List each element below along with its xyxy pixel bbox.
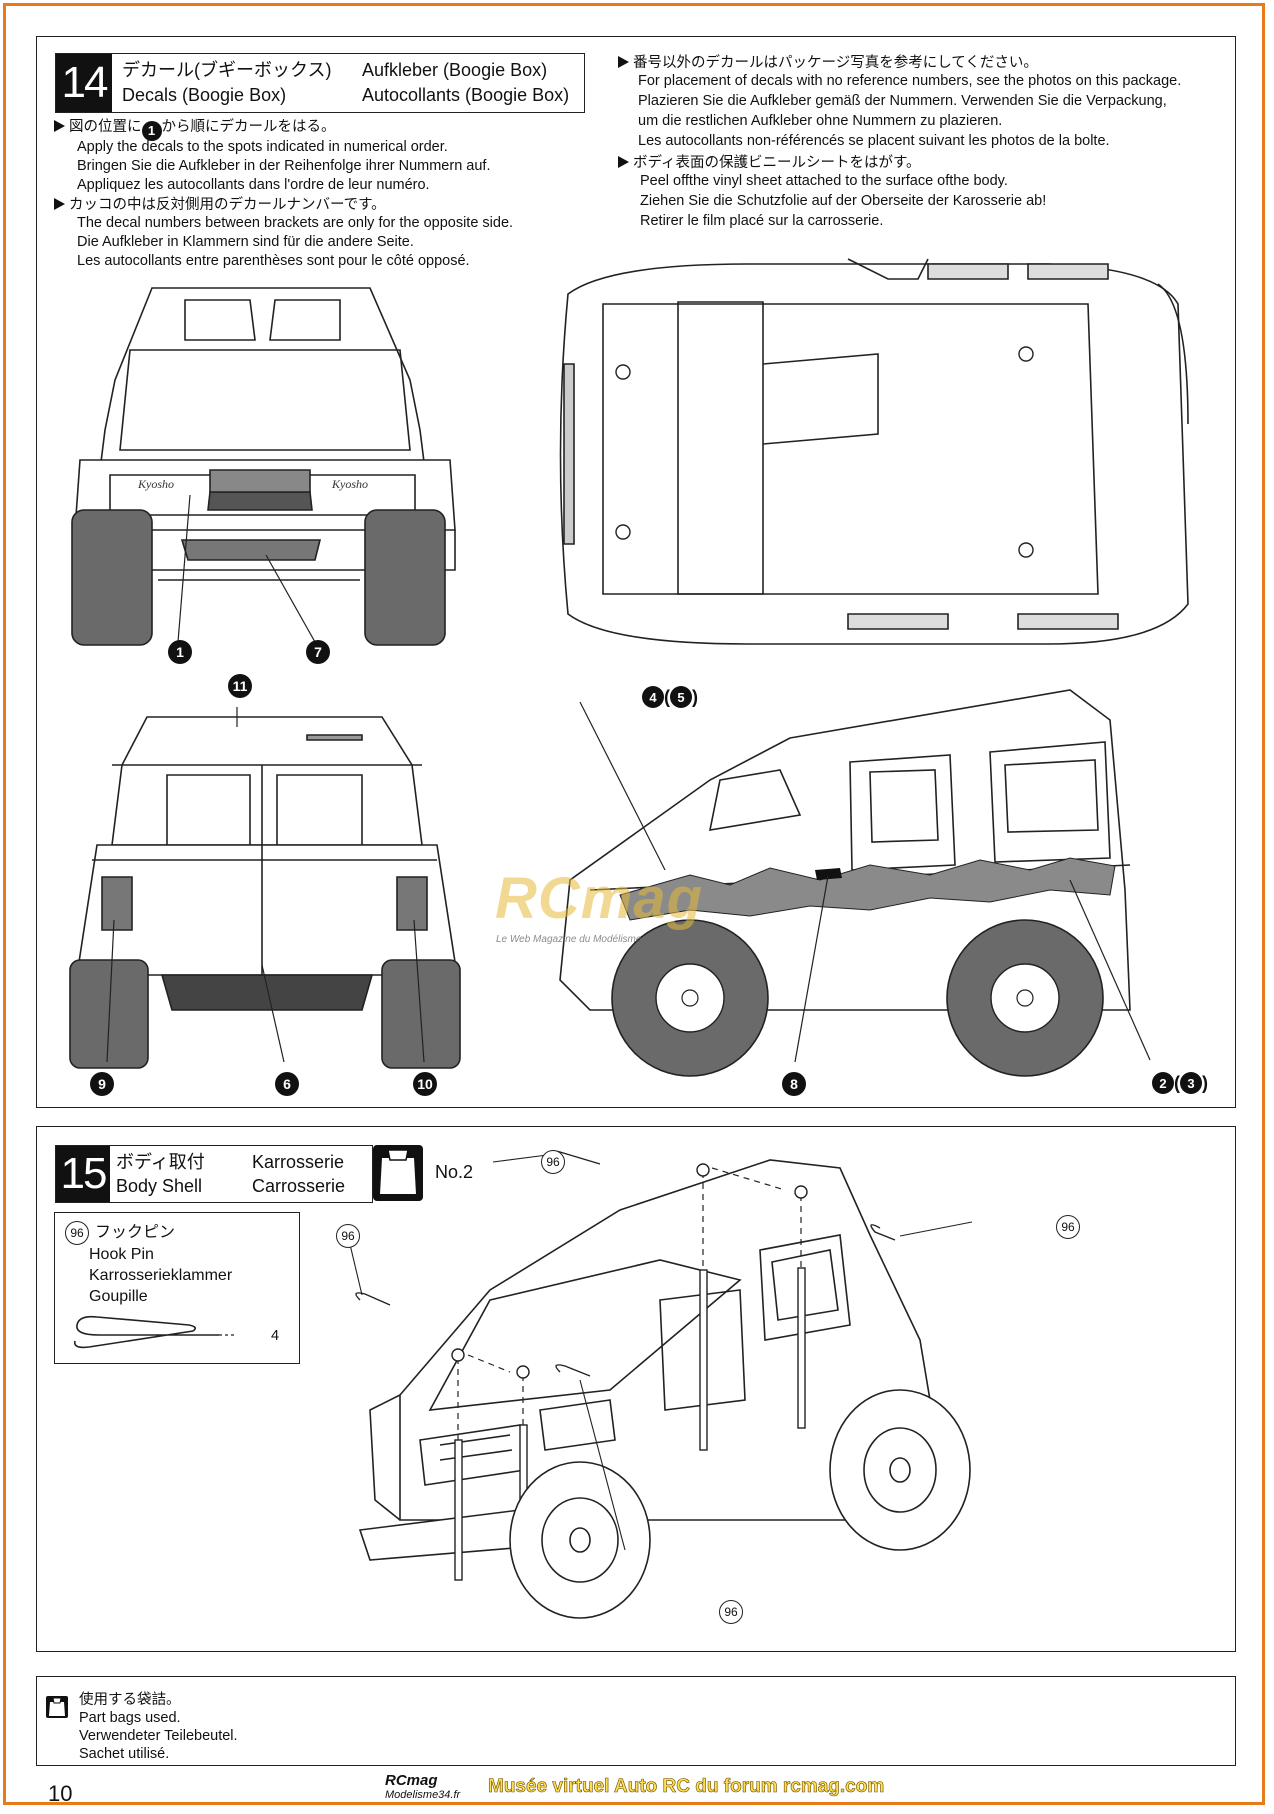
bag-note-en: Part bags used. — [79, 1710, 181, 1726]
grille-script-right: Kyosho — [331, 477, 368, 491]
part-name-jp: フックピン — [95, 1224, 176, 1241]
front-right-wheel — [364, 509, 446, 646]
callout-5: 5 — [670, 686, 692, 708]
note2-en: The decal numbers between brackets are o… — [77, 215, 514, 231]
bag-note-jp: 使用する袋詰。 — [79, 1692, 181, 1708]
hook-pin-callout-left: 96 — [336, 1224, 360, 1248]
van-top-view — [559, 258, 1189, 645]
step15-header: 15 ボディ取付 Body Shell Karrosserie Carrosse… — [55, 1145, 373, 1203]
callout-2: 2 — [1152, 1072, 1174, 1094]
hook-pin-part-box: 96 フックピン Hook Pin Karrosserieklammer Gou… — [54, 1212, 300, 1364]
part-name-fr: Goupille — [89, 1288, 148, 1305]
brand-top: RCmag — [385, 1772, 438, 1789]
van-rear-view — [69, 707, 461, 1069]
hook-pin-callout-bottom: 96 — [719, 1600, 743, 1624]
bag-note-panel: 使用する袋詰。 Part bags used. Verwendeter Teil… — [36, 1676, 1236, 1766]
part-name-en: Hook Pin — [89, 1246, 154, 1263]
note4-fr: Retirer le film placé sur la carrosserie… — [640, 213, 884, 229]
note3-en: For placement of decals with no referenc… — [638, 73, 1182, 89]
brand-bottom: Modelisme34.fr — [385, 1789, 461, 1801]
bag-note-fr: Sachet utilisé. — [79, 1746, 170, 1762]
step14-number: 14 — [56, 54, 112, 112]
note4-en: Peel offthe vinyl sheet attached to the … — [640, 173, 1008, 189]
van-side-view — [559, 689, 1151, 1077]
note1-fr: Appliquez les autocollants dans l'ordre … — [77, 177, 430, 193]
note2-jp: カッコの中は反対側用のデカールナンバーです。 — [54, 196, 386, 216]
brand-logo: RCmag Modelisme34.fr — [385, 1772, 461, 1802]
page-number: 10 — [48, 1781, 73, 1806]
step15-title-fr: Carrosserie — [252, 1176, 346, 1196]
callout-7: 7 — [306, 640, 330, 664]
callout-9: 9 — [90, 1072, 114, 1096]
part-quantity: 4 — [271, 1328, 280, 1344]
step14-title-fr: Autocollants (Boogie Box) — [362, 85, 570, 105]
page-frame — [3, 3, 1265, 1805]
rcmag-watermark-sub: Le Web Magazine du Modélisme — [496, 934, 642, 945]
step14-title-jp: デカール(ブギーボックス) — [122, 60, 332, 80]
hook-pin-callout-top: 96 — [541, 1150, 565, 1174]
step14-header: 14 デカール(ブギーボックス) Decals (Boogie Box) Auf… — [55, 53, 585, 113]
arrow-icon — [618, 56, 629, 68]
arrow-icon — [54, 198, 65, 210]
arrow-icon — [54, 120, 65, 132]
museum-banner: Musée virtuel Auto RC du forum rcmag.com — [488, 1776, 885, 1798]
callout-8: 8 — [782, 1072, 806, 1096]
step14-title-en: Decals (Boogie Box) — [122, 85, 287, 105]
note3-fr: Les autocollants non-référencés se place… — [638, 133, 1110, 149]
step15-number: 15 — [56, 1146, 110, 1202]
rcmag-watermark: RCmag — [495, 866, 704, 931]
callout-4: 4 — [642, 686, 664, 708]
decal-number-icon: 1 — [141, 121, 162, 141]
body-shell-assembly — [347, 1150, 973, 1619]
note2-de: Die Aufkleber in Klammern sind für die a… — [77, 234, 414, 250]
note2-fr: Les autocollants entre parenthèses sont … — [77, 253, 470, 269]
callout-10: 10 — [413, 1072, 437, 1096]
step15-title-jp: ボディ取付 — [116, 1152, 205, 1172]
callout-1: 1 — [168, 640, 192, 664]
step15-title-de: Karrosserie — [252, 1152, 345, 1172]
part-name-de: Karrosserieklammer — [89, 1267, 233, 1284]
note1-en: Apply the decals to the spots indicated … — [77, 139, 448, 155]
step15-title-en: Body Shell — [116, 1176, 203, 1196]
front-left-wheel — [71, 509, 153, 646]
note3-de1: Plazieren Sie die Aufkleber gemäß der Nu… — [638, 93, 1167, 109]
note4-de: Ziehen Sie die Schutzfolie auf der Obers… — [640, 193, 1047, 209]
note1-de: Bringen Sie die Aufkleber in der Reihenf… — [77, 158, 491, 174]
arrow-icon — [618, 156, 629, 168]
part-code-circle: 96 — [65, 1221, 89, 1245]
part-bag-small-icon — [46, 1696, 68, 1718]
note3-de2: um die restlichen Aufkleber ohne Nummern… — [638, 113, 1003, 129]
bag-note-de: Verwendeter Teilebeutel. — [79, 1728, 238, 1744]
step14-title-de: Aufkleber (Boogie Box) — [362, 60, 548, 80]
callout-3: 3 — [1180, 1072, 1202, 1094]
callout-6: 6 — [275, 1072, 299, 1096]
callout-11: 11 — [228, 674, 252, 698]
note4-jp: ボディ表面の保護ビニールシートをはがす。 — [618, 154, 921, 174]
note3-jp: 番号以外のデカールはパッケージ写真を参考にしてください。 — [618, 54, 1038, 74]
bag-number-label: No.2 — [435, 1162, 474, 1182]
van-front-view: Kyosho Kyosho — [71, 287, 456, 646]
callout-2-3: 2 ( 3 ) — [1152, 1072, 1208, 1094]
side-flame-decal — [619, 857, 1116, 921]
hook-pin-icon — [73, 1315, 234, 1349]
hook-pin-callout-right: 96 — [1056, 1215, 1080, 1239]
grille-script-left: Kyosho — [137, 477, 174, 491]
callout-4-5: 4 ( 5 ) — [642, 686, 698, 708]
part-bag-icon — [373, 1145, 423, 1201]
